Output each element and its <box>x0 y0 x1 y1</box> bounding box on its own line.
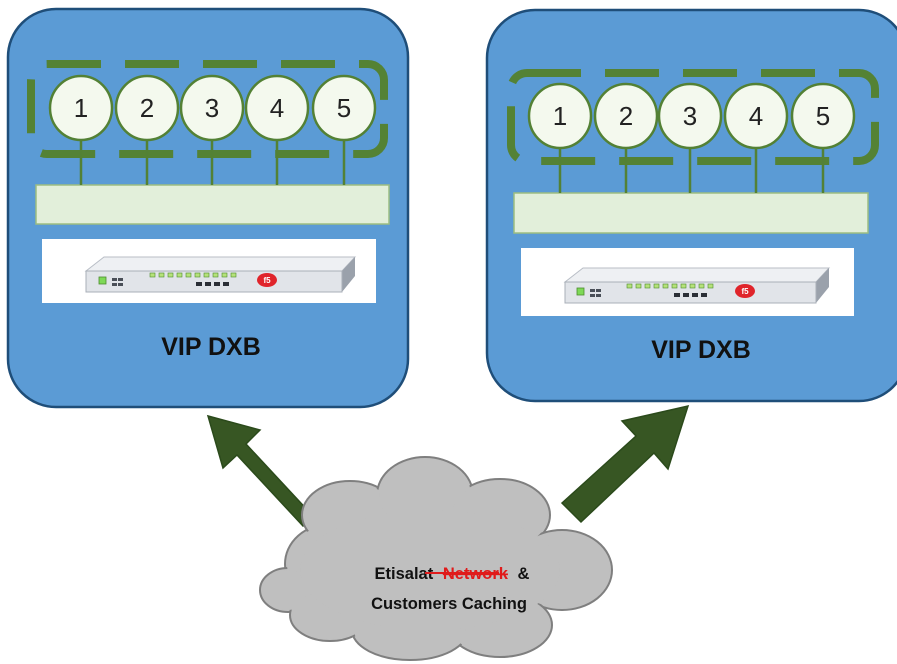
server-node: 5 <box>311 74 377 142</box>
server-node: 5 <box>790 82 856 150</box>
f5-logo-text: f5 <box>741 287 749 296</box>
server-node: 1 <box>527 82 593 150</box>
server-node: 4 <box>723 82 789 150</box>
server-node-label: 5 <box>337 93 351 123</box>
server-node: 1 <box>48 74 114 142</box>
server-node: 2 <box>114 74 180 142</box>
server-node-label: 1 <box>553 101 567 131</box>
server-node: 3 <box>179 74 245 142</box>
server-node-label: 2 <box>140 93 154 123</box>
server-node: 2 <box>593 82 659 150</box>
cloud-label-line2: Customers Caching <box>371 595 527 613</box>
vip-label: VIP DXB <box>161 333 261 361</box>
f5-logo-text: f5 <box>263 276 271 285</box>
server-node-label: 2 <box>619 101 633 131</box>
arrow-up-left-icon <box>206 414 313 528</box>
server-node-label: 4 <box>749 101 763 131</box>
server-node: 4 <box>244 74 310 142</box>
server-node-label: 3 <box>683 101 697 131</box>
f5-load-balancer-icon: f5 <box>42 239 376 303</box>
node-connectors <box>558 146 825 193</box>
server-node-label: 5 <box>816 101 830 131</box>
vip-panel-right: 1 2 3 4 5 <box>485 8 897 403</box>
switch-bar <box>513 192 869 234</box>
server-node-label: 1 <box>74 93 88 123</box>
switch-bar <box>35 184 390 225</box>
f5-load-balancer-icon: f5 <box>521 248 854 316</box>
server-cluster-bracket <box>27 60 388 158</box>
cloud-label-provider: Etisalat <box>375 565 434 583</box>
vip-panel-left: 1 2 3 4 5 <box>6 7 410 409</box>
cloud-icon: Etisalat Network & Customers Caching <box>259 456 613 661</box>
arrow-up-right-icon <box>560 404 690 524</box>
server-node-label: 4 <box>270 93 284 123</box>
server-node-label: 3 <box>205 93 219 123</box>
cloud-label-ampersand: & <box>518 565 530 583</box>
vip-label: VIP DXB <box>651 336 751 364</box>
node-connectors <box>79 138 346 185</box>
server-node: 3 <box>657 82 723 150</box>
server-cluster-bracket <box>507 69 879 165</box>
